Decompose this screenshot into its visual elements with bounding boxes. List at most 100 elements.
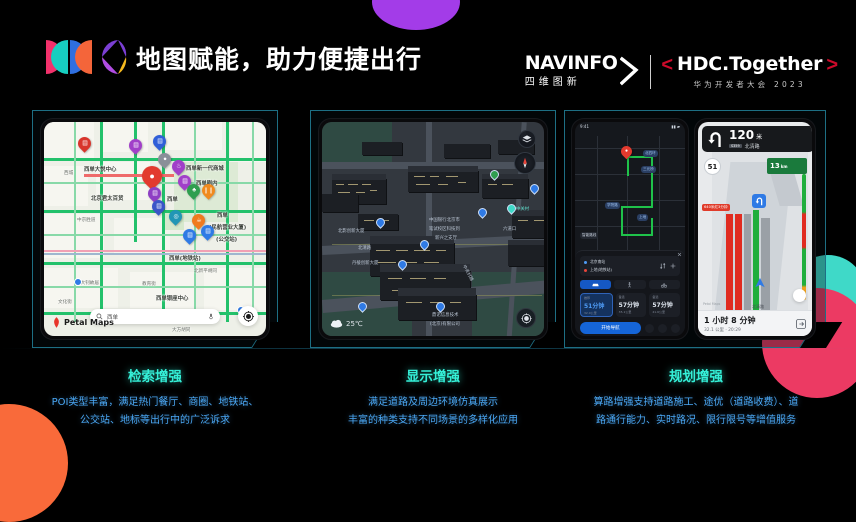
compass-icon	[523, 157, 527, 169]
map-label: 中京胜道	[77, 218, 96, 223]
route-option[interactable]: 备选 57分钟 35.1公里	[615, 293, 647, 317]
route-map-canvas[interactable]: 9:41 ▮▮ ▰ 北四环 三元桥 学院路	[575, 122, 685, 336]
navigation-map-canvas[interactable]: 120 米 S359 北清路 51 13 km	[698, 122, 812, 336]
brand-block: NAVINFO 四维图新 < HDC.Together > 华为开发者大会 20…	[525, 54, 838, 90]
map-3d-canvas[interactable]: 中关村 中国银行北京市 笔试校区科技到 新兴之支厅 北影创新大厦 六道口 北清路…	[322, 122, 544, 336]
microphone-icon[interactable]	[208, 313, 214, 320]
compass-control[interactable]	[514, 152, 536, 174]
horizon-glow-line	[0, 348, 856, 349]
map-watermark: Petal Maps	[703, 302, 721, 306]
map-label: 中关村	[516, 207, 530, 212]
route-option-tag: 推荐	[584, 296, 591, 300]
close-icon[interactable]	[677, 252, 682, 257]
route-chip[interactable]: 学院路	[605, 202, 620, 209]
navigation-arrow-icon	[755, 277, 765, 288]
map-label: 西单	[167, 197, 178, 203]
layers-icon	[522, 135, 532, 143]
navigation-road-name: 北清路	[744, 143, 760, 150]
locate-me-button[interactable]	[516, 308, 536, 328]
start-navigation-button[interactable]: 开始导航	[580, 322, 641, 334]
cloud-icon	[330, 319, 343, 328]
tab-driving[interactable]	[580, 280, 612, 289]
map-label: 大方胡同	[172, 328, 191, 333]
navinfo-en-text: NAVINFO	[524, 52, 618, 74]
smart-route-chip[interactable]: 智能路线	[580, 232, 599, 239]
page-title: 地图赋能，助力便捷出行	[136, 45, 423, 74]
map-label: 西城	[64, 171, 74, 176]
map-control-button[interactable]	[793, 289, 806, 302]
route-option[interactable]: 备选 57分钟 41.6公里	[649, 293, 681, 317]
caption-line: 算路增强支持道路施工、途优（道路收费）、道	[593, 397, 799, 408]
caption-title: 规划增强	[669, 369, 723, 385]
phone-screen: 西城 西单大悦中心 北京君太百货 中京胜道 西单新一代商城 西单剧内 西单 西单…	[44, 122, 266, 336]
swap-icon[interactable]	[660, 263, 666, 269]
phone-mockup-petal-maps: 西城 西单大悦中心 北京君太百货 中京胜道 西单新一代商城 西单剧内 西单 西单…	[40, 118, 270, 340]
panel-planning-enhancement: 9:41 ▮▮ ▰ 北四环 三元桥 学院路	[564, 110, 826, 348]
map-label: 西单(地铁站)	[169, 256, 201, 262]
route-option[interactable]: 推荐 51分钟 32.0公里	[580, 293, 613, 317]
page-header: 地图赋能，助力便捷出行 NAVINFO 四维图新 < HDC.Together …	[0, 28, 856, 89]
traffic-jam-badge: 640米红3分钟	[702, 204, 730, 211]
crosshair-icon	[520, 312, 532, 324]
map-poi-pin[interactable]	[476, 206, 489, 219]
exit-navigation-icon[interactable]	[796, 318, 806, 329]
navinfo-arrow-icon	[620, 56, 639, 86]
route-chip[interactable]: 上地	[637, 214, 649, 221]
map-label: 笔试校区科技到	[429, 227, 460, 232]
route-option-distance: 35.1公里	[618, 310, 632, 314]
route-option-time: 57分钟	[618, 302, 640, 309]
phone-mockup-route-planning: 9:41 ▮▮ ▰ 北四环 三元桥 学院路	[571, 118, 689, 340]
panel-search-enhancement: 西城 西单大悦中心 北京君太百货 中京胜道 西单新一代商城 西单剧内 西单 西单…	[32, 110, 278, 348]
add-waypoint-icon[interactable]	[670, 263, 676, 269]
current-road-label: 北清路	[752, 304, 764, 309]
u-turn-left-icon	[708, 132, 721, 147]
map-label: 丹棱创新大厦	[352, 261, 379, 266]
locate-me-button[interactable]	[238, 306, 258, 326]
car-icon	[592, 283, 599, 287]
walk-icon	[628, 281, 632, 288]
map-label: 文化街	[58, 300, 72, 305]
search-icon	[96, 313, 103, 320]
navinfo-cn-text: 四维图新	[524, 77, 581, 88]
vehicle-position-marker	[754, 276, 766, 288]
upcoming-turn-marker	[752, 194, 766, 208]
route-chip[interactable]: 三元桥	[641, 166, 656, 173]
petal-logo-icon	[54, 317, 59, 328]
map-label: 六道口	[503, 227, 517, 232]
destination-card[interactable]: 北京南站 上地(地铁站)	[580, 252, 682, 276]
favorite-button[interactable]	[658, 323, 667, 333]
map-label: 中国银行北京市	[429, 218, 460, 223]
map-label: 教育街	[142, 282, 156, 287]
route-option-distance: 41.6公里	[652, 310, 666, 314]
destination-dot-icon	[584, 268, 587, 272]
route-option-distance: 32.0公里	[584, 311, 597, 315]
map-poi-pin[interactable]	[528, 182, 541, 195]
phone-mockup-3d-map: 中关村 中国银行北京市 笔试校区科技到 新兴之支厅 北影创新大厦 六道口 北清路…	[318, 118, 548, 340]
u-turn-left-icon	[755, 197, 762, 206]
caption-display-enhancement: 显示增强 满足道路及周边环境仿真展示 丰富的种类支持不同场景的多样化应用	[300, 365, 566, 429]
caption-title: 显示增强	[406, 369, 460, 385]
settings-button[interactable]	[671, 323, 680, 333]
phone-screen: 120 米 S359 北清路 51 13 km	[698, 122, 812, 336]
navigation-distance-unit: 米	[756, 133, 763, 141]
phone-screen: 9:41 ▮▮ ▰ 北四环 三元桥 学院路	[575, 122, 685, 336]
map-layers-button[interactable]	[518, 130, 536, 148]
navinfo-logo-wrap: NAVINFO 四维图新	[525, 54, 641, 90]
hdc-colored-mark	[46, 40, 127, 74]
status-bar-time: 9:41	[580, 124, 589, 129]
tab-transit[interactable]	[648, 280, 680, 289]
search-input[interactable]: 西单	[90, 309, 220, 324]
petal-map-canvas[interactable]: 西城 西单大悦中心 北京君太百货 中京胜道 西单新一代商城 西单剧内 西单 西单…	[44, 122, 266, 336]
map-label: 西单新一代商城	[186, 166, 224, 172]
route-chip[interactable]: 北四环	[643, 150, 658, 157]
tab-walking[interactable]	[614, 280, 646, 289]
map-label: (公交站)	[216, 237, 238, 243]
decorative-circle-purple	[372, 0, 460, 30]
exit-distance-unit: km	[780, 163, 788, 169]
navigation-action-row: 开始导航	[580, 322, 680, 334]
destination-row: 上地(地铁站)	[584, 267, 676, 273]
route-preview-button[interactable]	[645, 323, 654, 333]
route-option-tag: 备选	[652, 295, 659, 299]
origin-text: 北京南站	[590, 259, 606, 264]
caption-search-enhancement: 检索增强 POI类型丰富，满足热门餐厅、商圈、地铁站、 公交站、地标等出行中的广…	[24, 365, 286, 429]
